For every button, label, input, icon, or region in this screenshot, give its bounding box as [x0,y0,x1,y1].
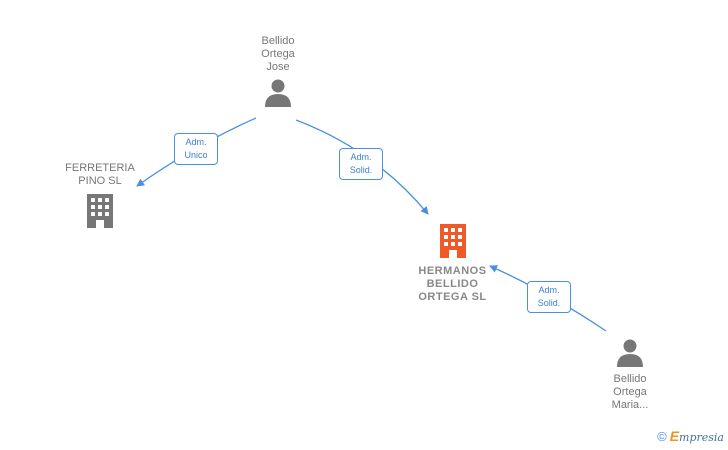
node-company-ferreteria[interactable]: FERRETERIA PINO SL [55,162,145,235]
node-label: Bellido Ortega Maria... [611,373,649,411]
person-icon [265,79,291,107]
brand-logo-text: mpresia [679,431,724,444]
relation-label-adm-solid[interactable]: Adm. Solid. [339,148,383,180]
relation-label-adm-solid[interactable]: Adm. Solid. [527,281,571,313]
node-label: FERRETERIA PINO SL [65,162,135,187]
node-person-maria[interactable]: Bellido Ortega Maria... [590,338,670,412]
node-label: Bellido Ortega Jose [261,35,295,73]
relation-label-adm-unico[interactable]: Adm. Unico [174,133,218,165]
brand-logo-initial: E [669,428,680,444]
node-company-hermanos[interactable]: HERMANOS BELLIDO ORTEGA SL [405,222,500,304]
building-icon [87,194,113,228]
copyright-icon: © [657,429,667,444]
brand-footer[interactable]: ©Empresia [657,428,724,444]
node-person-jose[interactable]: Bellido Ortega Jose [238,35,318,113]
node-label: HERMANOS BELLIDO ORTEGA SL [418,265,487,303]
building-icon [439,224,466,258]
person-icon [617,339,643,367]
